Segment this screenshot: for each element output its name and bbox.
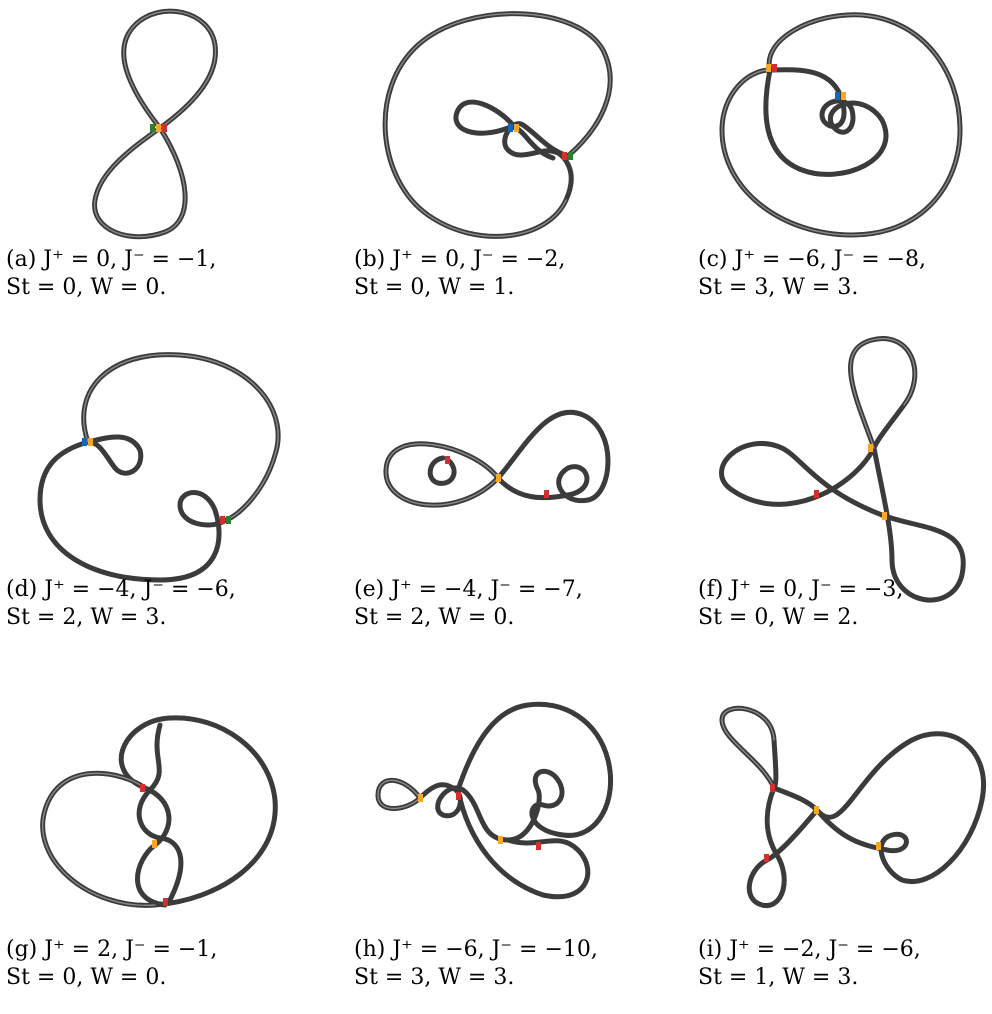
curve-a (92, 8, 218, 240)
crossing-marks-d (82, 438, 231, 524)
curve-h (375, 701, 614, 900)
curve-f (719, 336, 966, 603)
crossing-marks-h (418, 792, 541, 850)
caption-a: (a) J⁺ = 0, J⁻ = −1, St = 0, W = 0. (6, 247, 217, 300)
crossing-marks-f (814, 444, 887, 520)
caption-c: (c) J⁺ = −6, J⁻ = −8, St = 3, W = 3. (698, 247, 927, 300)
curve-e (383, 410, 611, 508)
caption-i: (i) J⁺ = −2, J⁻ = −6, St = 1, W = 3. (698, 937, 921, 990)
crossing-marks-a (150, 124, 167, 132)
caption-h: (h) J⁺ = −6, J⁻ = −10, St = 3, W = 3. (354, 937, 598, 990)
crossing-marks-e (445, 456, 549, 498)
crossing-marks-i (764, 784, 881, 862)
crossing-marks-b (508, 124, 573, 160)
caption-f: (f) J⁺ = 0, J⁻ = −3, St = 0, W = 2. (698, 577, 904, 630)
curve-b (382, 11, 613, 239)
crossing-marks-c (766, 64, 846, 100)
caption-e: (e) J⁺ = −4, J⁻ = −7, St = 2, W = 0. (354, 577, 583, 630)
crossing-marks-g (140, 784, 168, 906)
curve-d (37, 352, 281, 583)
curve-i (719, 705, 986, 908)
curve-g (40, 715, 278, 908)
caption-d: (d) J⁺ = −4, J⁻ = −6, St = 2, W = 3. (6, 577, 236, 630)
caption-b: (b) J⁺ = 0, J⁻ = −2, St = 0, W = 1. (354, 247, 566, 300)
caption-g: (g) J⁺ = 2, J⁻ = −1, St = 0, W = 0. (6, 937, 218, 990)
curve-c (719, 12, 963, 238)
